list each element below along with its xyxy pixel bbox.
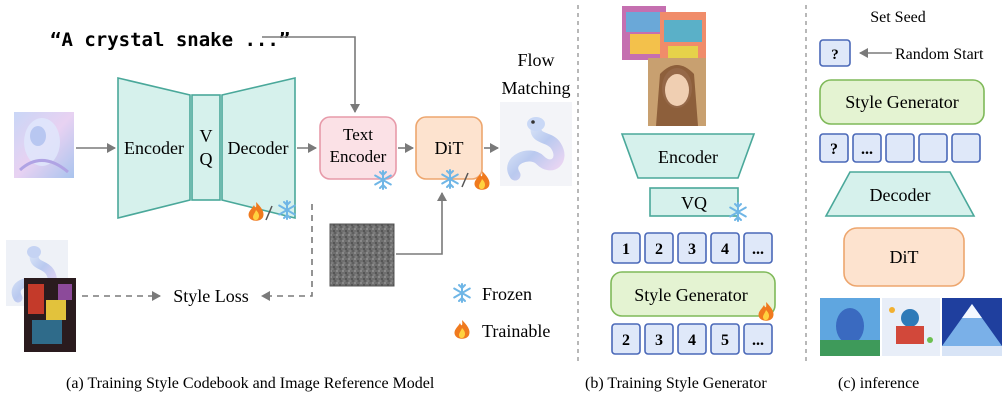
b-encoder-block: [620, 133, 756, 179]
legend-frozen-icon: [453, 283, 471, 303]
text-encoder-label-2: Encoder: [330, 147, 387, 166]
caption-b: (b) Training Style Generator: [585, 375, 767, 392]
b-token-in-label: 4: [721, 241, 729, 258]
vq-block: [191, 94, 221, 201]
dit-slash: [461, 172, 469, 188]
style-loss-label: Style Loss: [173, 286, 249, 306]
c-token-box: [918, 133, 948, 163]
encoder-label: Encoder: [124, 138, 184, 158]
b-token-in-box: [644, 232, 674, 264]
b-token-out-label: 4: [688, 332, 696, 349]
c-seed-token: [819, 39, 851, 67]
inference-output-images: [820, 298, 1002, 356]
b-token-out-box: [611, 323, 641, 355]
c-decoder-block: [824, 171, 976, 217]
b-tokens-out: 2 3 4 5...: [611, 323, 773, 355]
set-seed-label: Set Seed: [870, 9, 926, 26]
b-token-in-label: 2: [655, 241, 663, 258]
c-style-generator-block: [819, 79, 985, 125]
b-token-out-label: 5: [721, 332, 729, 349]
decoder-label: Decoder: [228, 138, 289, 158]
flow-label-1: Flow: [517, 50, 554, 70]
b-token-in-box: [611, 232, 641, 264]
b-token-out-label: ...: [752, 332, 764, 349]
legend-frozen-label: Frozen: [482, 284, 532, 304]
b-token-in-label: 3: [688, 241, 696, 258]
c-style-generator-label: Style Generator: [845, 92, 958, 112]
reference-style-image: [24, 278, 76, 352]
b-token-out-box: [644, 323, 674, 355]
arrow-noise-to-dit: [396, 192, 447, 255]
b-token-out-box: [677, 323, 707, 355]
c-token-label: ...: [861, 141, 873, 158]
c-dit-block: [843, 227, 965, 287]
text-encoder-label-1: Text: [343, 125, 373, 144]
c-token-box: [819, 133, 849, 163]
caption-c: (c) inference: [838, 375, 919, 392]
arrow-prompt-to-text-encoder: [262, 36, 360, 113]
encoder-block: [117, 76, 191, 220]
output-snake-image: [500, 102, 572, 186]
c-token-box: [885, 133, 915, 163]
arrow-decoder-to-style-loss: [261, 204, 313, 301]
b-tokens-in: 1 2 3 4...: [611, 232, 773, 264]
caption-a: (a) Training Style Codebook and Image Re…: [66, 375, 435, 392]
b-token-in-label: 1: [622, 241, 630, 258]
input-face-image: [14, 112, 74, 178]
b-token-out-box: [743, 323, 773, 355]
b-token-in-label: ...: [752, 241, 764, 258]
b-token-in-box: [743, 232, 773, 264]
c-token-box: [951, 133, 981, 163]
decoder-block: [221, 76, 296, 220]
c-tokens: ?...: [819, 133, 981, 163]
prompt-text: “A crystal snake ...”: [50, 29, 290, 51]
legend-trainable-icon: [454, 320, 470, 339]
b-token-in-box: [710, 232, 740, 264]
c-seed-token-label: ?: [831, 47, 839, 63]
vq-label-q: Q: [200, 149, 213, 169]
c-decoder-label: Decoder: [870, 185, 931, 205]
c-dit-label: DiT: [890, 247, 919, 267]
b-style-generator-label: Style Generator: [634, 285, 747, 305]
legend-trainable-label: Trainable: [482, 321, 550, 341]
random-start-label: Random Start: [895, 46, 984, 63]
b-token-out-label: 3: [655, 332, 663, 349]
b-token-out-label: 2: [622, 332, 630, 349]
flow-label-2: Matching: [502, 78, 571, 98]
b-encoder-label: Encoder: [658, 147, 718, 167]
noise-image: [329, 223, 395, 287]
c-token-box: [852, 133, 882, 163]
decoder-slash: [265, 205, 273, 221]
b-style-generator-block: [610, 271, 776, 317]
text-encoder-block: [319, 116, 397, 180]
dit-label: DiT: [435, 138, 464, 158]
c-token-label: ?: [830, 141, 838, 158]
b-token-in-box: [677, 232, 707, 264]
style-images-stack: [622, 6, 706, 126]
b-vq-label: VQ: [681, 193, 707, 213]
vq-label-v: V: [200, 126, 213, 146]
b-token-out-box: [710, 323, 740, 355]
